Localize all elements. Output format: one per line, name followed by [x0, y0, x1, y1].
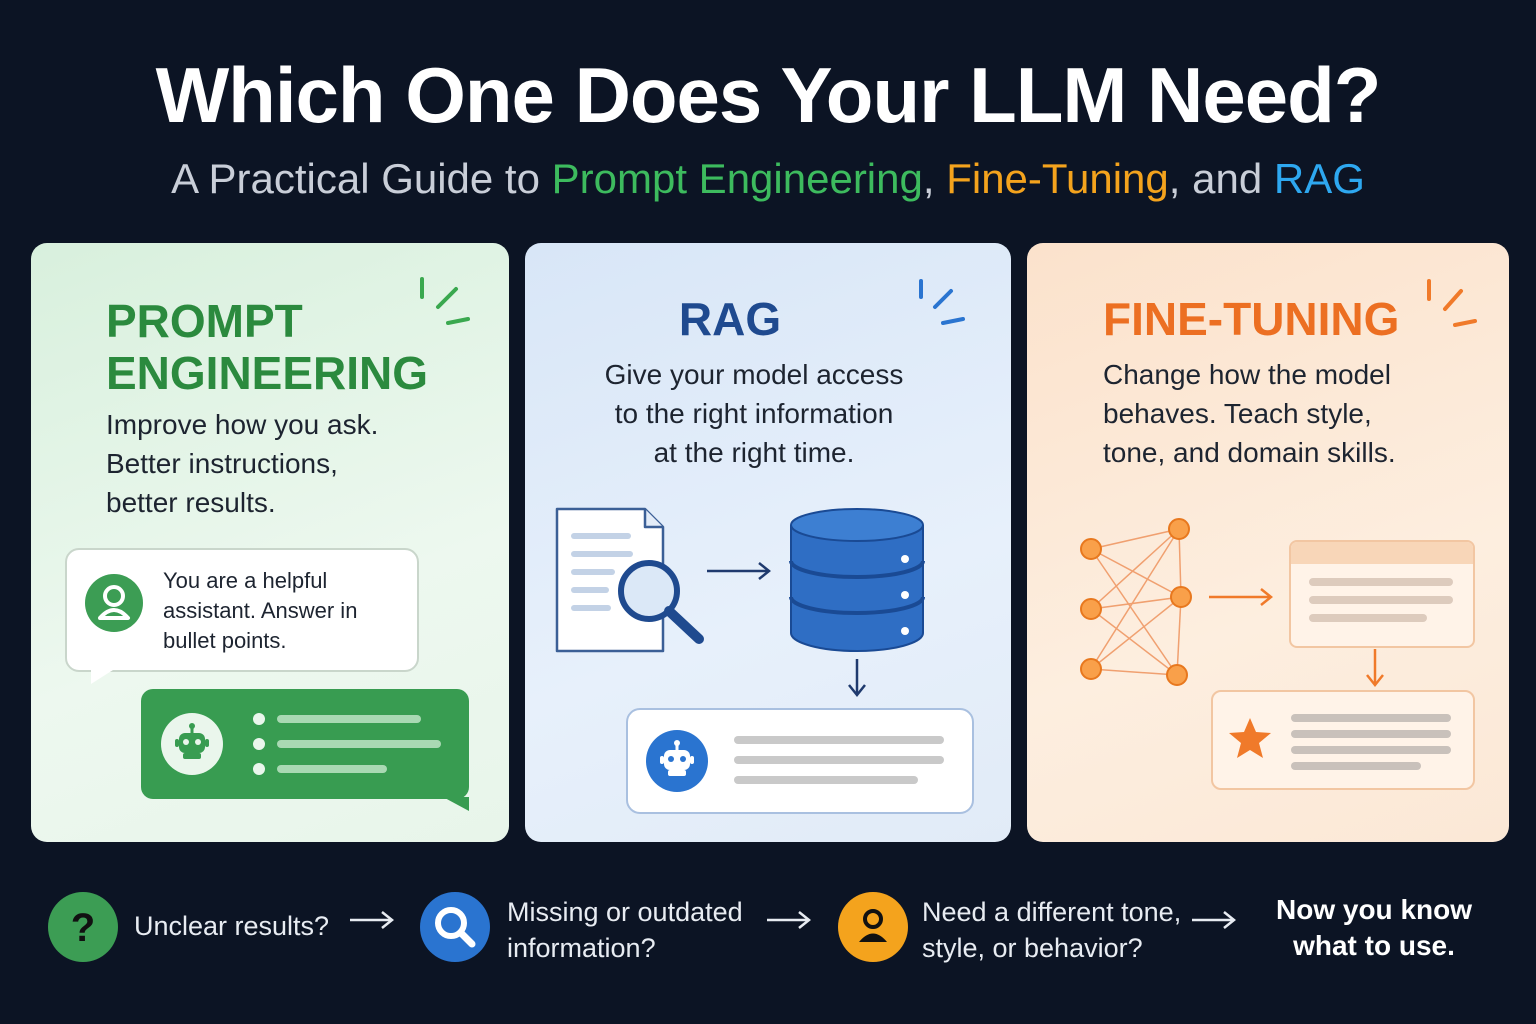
conclusion-text: Now you know what to use.	[1250, 892, 1498, 964]
arrow-right-icon	[767, 911, 812, 929]
answer-line	[734, 736, 944, 744]
content-line	[1309, 614, 1427, 622]
question-icon: ?	[48, 892, 118, 962]
rag-card: RAG Give your model access to the right …	[525, 243, 1011, 842]
step-line: Need a different tone,	[922, 897, 1182, 927]
star-icon	[1229, 718, 1271, 758]
neural-network-icon	[1080, 518, 1192, 686]
arrow-right-icon	[707, 562, 772, 580]
bullet-dot	[253, 713, 265, 725]
conclusion-line: what to use.	[1293, 930, 1455, 961]
rag-answer-box	[626, 708, 974, 814]
prompt-engineering-description: Improve how you ask. Better instructions…	[106, 405, 486, 522]
desc-line: at the right time.	[653, 437, 855, 468]
answer-line	[734, 756, 944, 764]
title-line: PROMPT	[106, 295, 303, 347]
arrow-down-icon	[848, 659, 866, 698]
step-line: Missing or outdated	[507, 897, 743, 927]
desc-line: Change how the model	[1103, 359, 1391, 390]
step-unclear-results: Unclear results?	[134, 911, 330, 941]
fine-tuned-output-box	[1211, 690, 1475, 790]
sparkle-icon	[420, 277, 470, 325]
sparkle-icon	[919, 279, 965, 325]
database-icon	[789, 508, 925, 652]
prompt-line: You are a helpful	[163, 568, 328, 593]
arrow-right-icon	[1209, 588, 1274, 606]
arrow-down-icon	[1366, 649, 1384, 688]
conclusion-line: Now you know	[1276, 894, 1472, 925]
assistant-response-bubble	[141, 689, 469, 811]
search-icon	[420, 892, 490, 962]
subtitle-prompt-engineering: Prompt Engineering	[551, 155, 923, 202]
prompt-line: bullet points.	[163, 628, 287, 653]
content-line	[1291, 714, 1451, 722]
content-line	[1309, 596, 1453, 604]
content-line	[1309, 578, 1453, 586]
subtitle-rag: RAG	[1273, 155, 1365, 202]
fine-tuning-card: FINE-TUNING Change how the model behaves…	[1027, 243, 1509, 842]
robot-icon	[646, 730, 708, 792]
person-icon	[838, 892, 908, 962]
rag-description: Give your model access to the right info…	[565, 355, 943, 472]
step-different-tone: Need a different tone, style, or behavio…	[922, 894, 1181, 966]
content-line	[1291, 762, 1421, 770]
subtitle-and: , and	[1168, 155, 1274, 202]
subtitle-comma: ,	[922, 155, 947, 202]
desc-line: behaves. Teach style,	[1103, 398, 1372, 429]
prompt-engineering-card: PROMPT ENGINEERING Improve how you ask. …	[31, 243, 509, 842]
bullet-line	[277, 765, 387, 773]
robot-icon	[161, 713, 223, 775]
bullet-dot	[253, 738, 265, 750]
fine-tuning-title: FINE-TUNING	[1103, 293, 1400, 345]
desc-line: Better instructions,	[106, 448, 338, 479]
svg-text:?: ?	[71, 906, 95, 950]
content-line	[1291, 746, 1451, 754]
answer-line	[734, 776, 918, 784]
prompt-line: assistant. Answer in	[163, 598, 358, 623]
subtitle-fine-tuning: Fine-Tuning	[946, 155, 1169, 202]
fine-tuning-description: Change how the model behaves. Teach styl…	[1103, 355, 1483, 472]
user-prompt-bubble: You are a helpful assistant. Answer in b…	[65, 548, 419, 684]
arrow-right-icon	[350, 911, 395, 929]
step-line: information?	[507, 933, 656, 963]
user-avatar-icon	[85, 574, 143, 632]
desc-line: Give your model access	[604, 359, 904, 390]
sparkle-icon	[1427, 279, 1477, 327]
desc-line: Improve how you ask.	[106, 409, 379, 440]
bullet-line	[277, 715, 421, 723]
bullet-line	[277, 740, 441, 748]
prompt-engineering-title: PROMPT ENGINEERING	[106, 295, 428, 399]
desc-line: to the right information	[614, 398, 894, 429]
arrow-right-icon	[1192, 911, 1237, 929]
step-line: style, or behavior?	[922, 933, 1143, 963]
page-subtitle: A Practical Guide to Prompt Engineering,…	[0, 155, 1536, 203]
model-window	[1289, 540, 1475, 648]
title-line: ENGINEERING	[106, 347, 429, 399]
bullet-dot	[253, 763, 265, 775]
subtitle-lead: A Practical Guide to	[171, 155, 552, 202]
document-search-icon	[555, 507, 704, 653]
step-missing-information: Missing or outdated information?	[507, 894, 743, 966]
user-prompt-text: You are a helpful assistant. Answer in b…	[163, 566, 403, 656]
page-title: Which One Does Your LLM Need?	[155, 51, 1382, 139]
decision-flow: ? Unclear results? Missing or outdated i…	[0, 880, 1536, 980]
desc-line: tone, and domain skills.	[1103, 437, 1396, 468]
rag-title: RAG	[678, 293, 782, 345]
desc-line: better results.	[106, 487, 276, 518]
content-line	[1291, 730, 1451, 738]
